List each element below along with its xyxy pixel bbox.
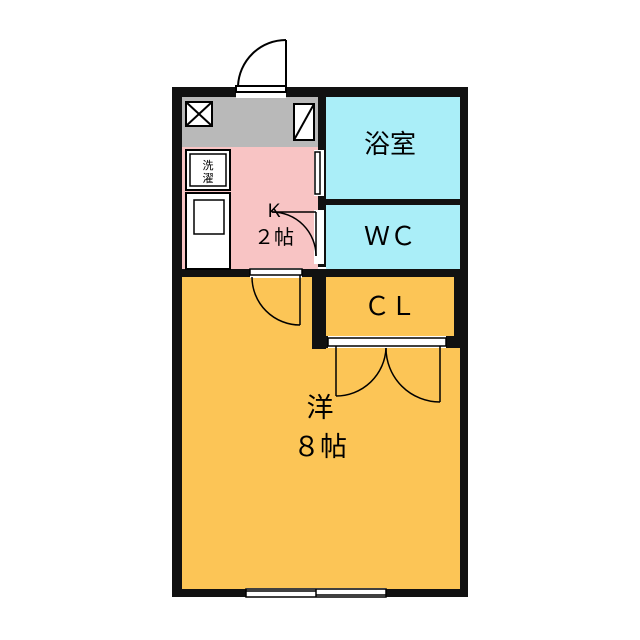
kitchen-label-2: ２帖 [254, 225, 294, 249]
kitchen-label-1: Ｋ [265, 201, 283, 222]
washer-box: 洗 濯 [185, 149, 231, 191]
wc-room [326, 205, 460, 269]
front-door[interactable] [235, 38, 287, 93]
shoe-box [185, 101, 213, 127]
bath-label: 浴室 [364, 130, 416, 160]
washer-label-2: 濯 [203, 172, 214, 185]
bath-room [326, 97, 460, 199]
closet-doors[interactable] [327, 337, 447, 403]
wc-door[interactable] [271, 211, 317, 257]
kitchen-door[interactable] [249, 268, 303, 326]
washer-label-1: 洗 [203, 159, 214, 172]
entrance-cabinet [293, 103, 315, 141]
bath-door[interactable] [314, 151, 321, 195]
wc-door-opening [314, 210, 324, 264]
window [245, 588, 387, 598]
closet-label: ＣＬ [364, 292, 416, 322]
western-label-2: ８帖 [293, 432, 347, 463]
kitchen-sink [185, 192, 231, 270]
western-label-1: 洋 [307, 393, 334, 424]
wc-label: ＷＣ [364, 222, 416, 252]
